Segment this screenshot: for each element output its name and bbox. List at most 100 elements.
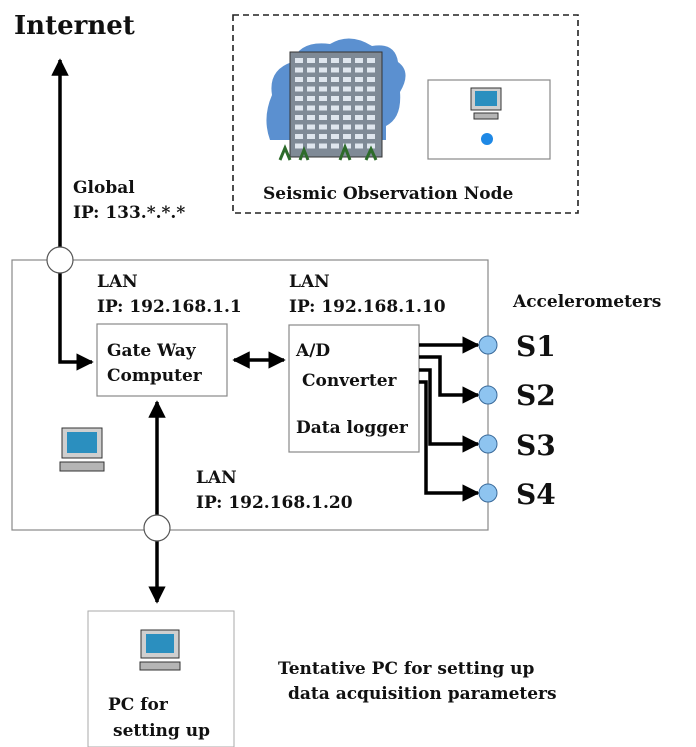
building-window xyxy=(355,134,363,139)
building-window xyxy=(355,143,363,149)
building-window xyxy=(295,67,303,73)
building-window xyxy=(319,58,327,63)
building-window xyxy=(307,134,315,139)
lan2-ip: IP: 192.168.1.10 xyxy=(289,297,446,317)
sensor-label-s2: S2 xyxy=(516,379,556,412)
building-window xyxy=(307,77,315,82)
lan3-label: LAN xyxy=(196,468,237,488)
building-window xyxy=(343,134,351,139)
building-window xyxy=(331,67,339,73)
lan1-label: LAN xyxy=(97,272,138,292)
building-window xyxy=(295,143,303,149)
converter-box xyxy=(288,324,420,453)
building-window xyxy=(319,67,327,73)
internet-link-arrow xyxy=(51,58,94,371)
building-window xyxy=(307,115,315,120)
building-window xyxy=(367,105,375,111)
building-window xyxy=(355,115,363,120)
building-window xyxy=(367,77,375,82)
building-window xyxy=(355,67,363,73)
gateway-line2: Computer xyxy=(107,366,203,386)
gateway-line1: Gate Way xyxy=(107,341,197,361)
setup-computer-icon xyxy=(139,629,181,671)
building-window xyxy=(343,143,351,149)
building-window xyxy=(355,58,363,63)
building-window xyxy=(367,58,375,63)
building-window xyxy=(307,124,315,130)
building-window xyxy=(307,143,315,149)
sensor-node-s2 xyxy=(478,385,498,405)
building-window xyxy=(343,96,351,101)
building-window xyxy=(295,105,303,111)
setup-pc-line2: setting up xyxy=(113,721,210,741)
sensor-wire-s3 xyxy=(419,368,480,453)
setup-pc-box xyxy=(87,610,235,747)
building-window xyxy=(319,115,327,120)
building-window xyxy=(331,96,339,101)
tentative-line2: data acquisition parameters xyxy=(288,684,557,704)
lan-computer-icon xyxy=(59,427,105,472)
building-window xyxy=(355,86,363,92)
building-window xyxy=(307,67,315,73)
building-window xyxy=(319,124,327,130)
setup-pc-line1: PC for xyxy=(108,695,169,715)
sensor-wire-s2 xyxy=(419,355,480,404)
sensor-wire-s4 xyxy=(419,380,480,502)
building-window xyxy=(367,115,375,120)
building-window xyxy=(343,77,351,82)
internet-port xyxy=(46,246,74,274)
sensor-label-s3: S3 xyxy=(516,429,556,462)
building-window xyxy=(367,124,375,130)
gateway-box xyxy=(96,323,228,397)
building-window xyxy=(307,86,315,92)
observation-node-box xyxy=(232,14,579,214)
building-window xyxy=(355,96,363,101)
building-window xyxy=(319,86,327,92)
building-window xyxy=(355,77,363,82)
node-sensor-dot xyxy=(481,133,493,145)
building-window xyxy=(319,77,327,82)
building-window xyxy=(331,143,339,149)
building-window xyxy=(295,134,303,139)
building-window xyxy=(319,105,327,111)
sensor-node-s3 xyxy=(478,434,498,454)
building-window xyxy=(331,77,339,82)
accelerometers-title: Accelerometers xyxy=(512,292,661,312)
building-window xyxy=(355,124,363,130)
building-window xyxy=(367,96,375,101)
node-pc-box xyxy=(427,79,551,160)
converter-line3: Data logger xyxy=(296,418,409,438)
building-window xyxy=(295,86,303,92)
sensor-node-s4 xyxy=(478,483,498,503)
building-window xyxy=(331,115,339,120)
lan3-ip: IP: 192.168.1.20 xyxy=(196,493,353,513)
sensor-label-s4: S4 xyxy=(516,478,556,511)
building-window xyxy=(367,67,375,73)
building-window xyxy=(367,86,375,92)
building-window xyxy=(343,67,351,73)
building-window xyxy=(343,115,351,120)
node-caption: Seismic Observation Node xyxy=(263,184,513,204)
lan2-label: LAN xyxy=(289,272,330,292)
global-ip-label: IP: 133.*.*.* xyxy=(73,203,185,223)
building-window xyxy=(295,96,303,101)
global-label: Global xyxy=(73,178,135,198)
building-window xyxy=(307,58,315,63)
internet-label: Internet xyxy=(14,11,135,41)
building-window xyxy=(295,115,303,120)
building-icon xyxy=(266,38,406,161)
lan1-ip: IP: 192.168.1.1 xyxy=(97,297,242,317)
building-window xyxy=(295,77,303,82)
building-window xyxy=(343,124,351,130)
sensor-label-s1: S1 xyxy=(516,330,556,363)
building-window xyxy=(355,105,363,111)
building-window xyxy=(331,58,339,63)
building-window xyxy=(319,143,327,149)
building-window xyxy=(367,134,375,139)
building-window xyxy=(343,105,351,111)
building-window xyxy=(319,134,327,139)
converter-line2: Converter xyxy=(302,371,398,391)
building-window xyxy=(343,86,351,92)
